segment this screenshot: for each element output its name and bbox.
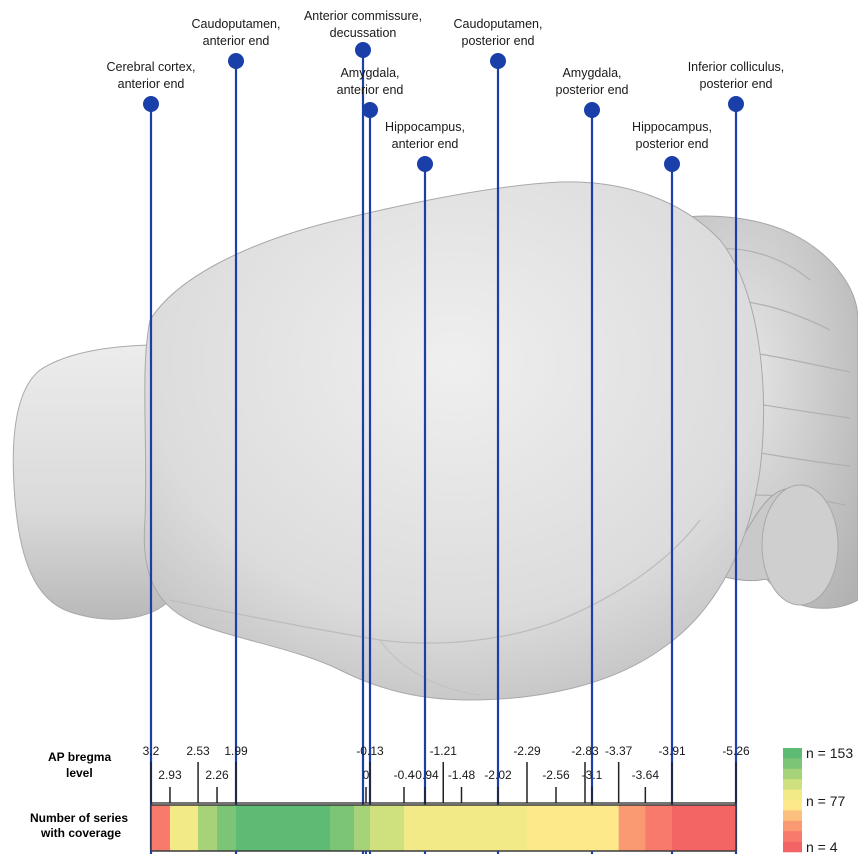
tick-label: -1.48 (448, 768, 476, 782)
coverage-segment (645, 805, 672, 851)
landmark-label: Caudoputamen, (192, 17, 281, 31)
legend-max-label: n = 153 (806, 745, 853, 761)
landmark-marker (417, 156, 433, 172)
coverage-segment (370, 805, 405, 851)
legend-swatch (783, 758, 802, 769)
coverage-segment (425, 805, 528, 851)
landmark-marker (664, 156, 680, 172)
coverage-segment (151, 805, 170, 851)
coverage-segment (354, 805, 371, 851)
landmark-marker (355, 42, 371, 58)
tick-label: 2.53 (186, 744, 210, 758)
landmark-label: posterior end (700, 77, 773, 91)
landmark-marker (228, 53, 244, 69)
coverage-segment (198, 805, 217, 851)
tick-label: 1.99 (224, 744, 248, 758)
coverage-segment (619, 805, 646, 851)
landmark-marker (490, 53, 506, 69)
landmark-label: Amygdala, (340, 66, 399, 80)
landmark-label: Inferior colliculus, (688, 60, 785, 74)
legend-swatch (783, 790, 802, 801)
landmark-label: anterior end (392, 137, 459, 151)
ap-axis-label-line1: AP bregma (48, 750, 111, 764)
landmark-label: posterior end (462, 34, 535, 48)
cerebral-cortex (144, 182, 763, 700)
legend-swatch (783, 810, 802, 821)
landmark-label: Cerebral cortex, (107, 60, 196, 74)
coverage-segment (672, 805, 737, 851)
landmark-marker (728, 96, 744, 112)
landmark-label: Caudoputamen, (454, 17, 543, 31)
coverage-label-line2: with coverage (40, 826, 121, 840)
tick-label: -1.21 (430, 744, 458, 758)
coverage-bar (151, 805, 737, 851)
coverage-segment (330, 805, 355, 851)
landmark-label: decussation (330, 26, 397, 40)
legend-swatch (783, 769, 802, 780)
tick-label: -3.64 (632, 768, 660, 782)
pons (762, 485, 838, 605)
tick-label: -2.29 (513, 744, 541, 758)
landmark-label: Hippocampus, (385, 120, 465, 134)
legend-swatch (783, 831, 802, 842)
tick-label: -3.91 (658, 744, 686, 758)
tick-label: 2.93 (158, 768, 182, 782)
landmark-label: anterior end (337, 83, 404, 97)
coverage-color-legend (783, 748, 802, 852)
tick-label: -2.83 (571, 744, 599, 758)
landmark-label: anterior end (118, 77, 185, 91)
landmark-label: posterior end (556, 83, 629, 97)
tick-label: 3.2 (143, 744, 160, 758)
landmark-marker (362, 102, 378, 118)
coverage-segment (416, 805, 426, 851)
tick-label: -2.02 (484, 768, 512, 782)
coverage-segment (585, 805, 619, 851)
legend-min-label: n = 4 (806, 839, 838, 854)
brain-3d-model (13, 182, 858, 700)
tick-label: -3.37 (605, 744, 633, 758)
coverage-segment (236, 805, 331, 851)
legend-mid-label: n = 77 (806, 793, 846, 809)
tick-label: -0.94 (411, 768, 439, 782)
coverage-segment (217, 805, 236, 851)
coverage-label-line1: Number of series (30, 811, 128, 825)
legend-swatch (783, 821, 802, 832)
landmark-label: Amygdala, (562, 66, 621, 80)
tick-label: -5.26 (722, 744, 750, 758)
legend-swatch (783, 842, 802, 853)
legend-swatch (783, 779, 802, 790)
tick-label: 2.26 (205, 768, 229, 782)
coverage-segment (170, 805, 199, 851)
ap-axis-label-line2: level (66, 766, 93, 780)
legend-swatch (783, 800, 802, 811)
landmark-label: posterior end (636, 137, 709, 151)
landmark-label: Anterior commissure, (304, 9, 422, 23)
coverage-segment (527, 805, 586, 851)
coverage-segment (404, 805, 416, 851)
landmark-marker (143, 96, 159, 112)
tick-label: -2.56 (542, 768, 570, 782)
landmark-label: Hippocampus, (632, 120, 712, 134)
tick-label: -0.13 (356, 744, 384, 758)
tick-label: 0 (363, 768, 370, 782)
tick-label: -3.1 (582, 768, 603, 782)
landmark-marker (584, 102, 600, 118)
legend-swatch (783, 748, 802, 759)
landmark-label: anterior end (203, 34, 270, 48)
